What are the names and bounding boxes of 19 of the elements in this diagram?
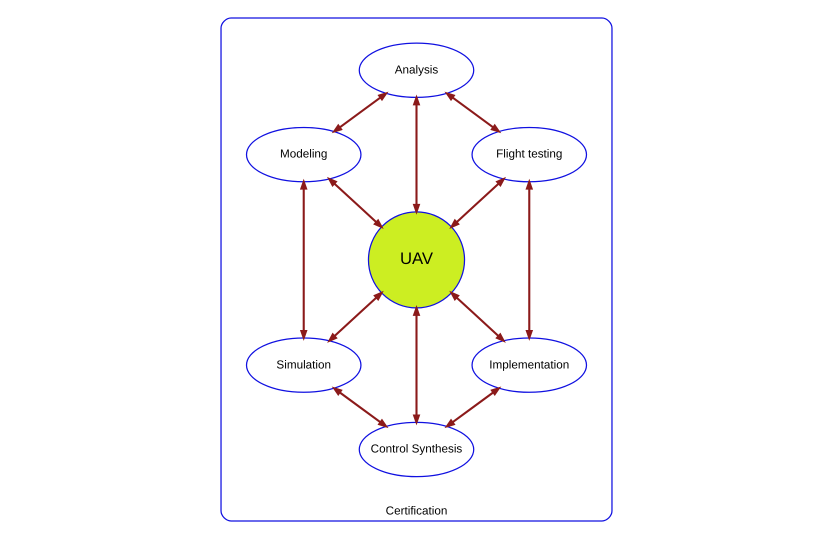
arrow [444, 92, 502, 134]
arrow [326, 176, 384, 229]
arrow [449, 176, 506, 229]
node-ellipse: Modeling [246, 126, 362, 182]
node-ellipse: Flight testing [471, 126, 588, 182]
arrow [332, 92, 389, 134]
arrow [332, 386, 389, 428]
node-ellipse: Analysis [358, 42, 474, 98]
arrow [300, 178, 308, 341]
arrow [327, 290, 384, 343]
arrow [412, 94, 420, 215]
arrow [449, 290, 506, 343]
arrow [444, 386, 502, 428]
node-circle: UAV [368, 211, 466, 309]
arrow [525, 178, 534, 341]
node-ellipse: Implementation [471, 337, 588, 393]
node-ellipse: Simulation [246, 337, 362, 393]
node-ellipse: Control Synthesis [358, 422, 474, 478]
arrow [412, 305, 420, 426]
